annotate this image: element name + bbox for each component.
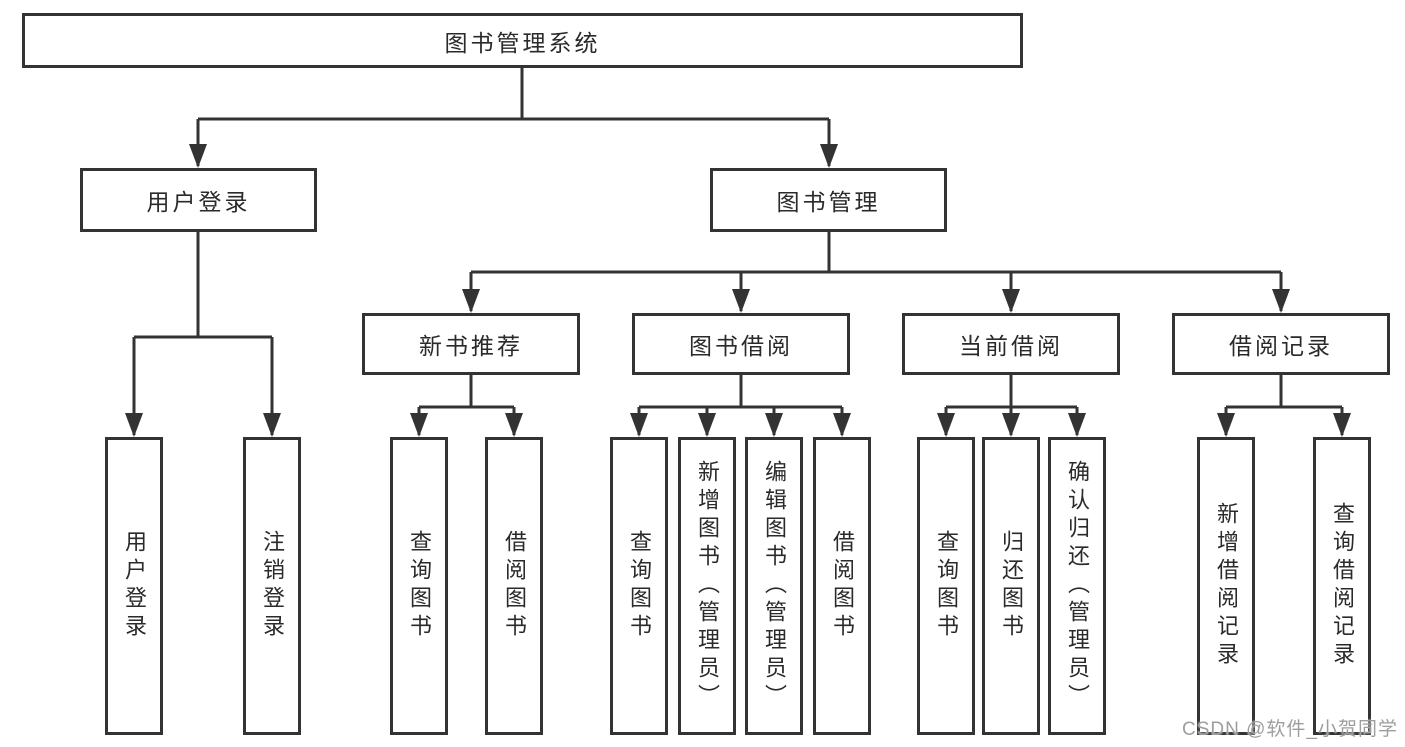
leaf-borrowing-add-books-admin: 新增图书（管理员） [678, 437, 736, 735]
arrow-down-icon [765, 413, 783, 437]
node-label: 查询借阅记录 [1330, 502, 1355, 670]
arrowheads [125, 144, 1351, 437]
node-label: 新增图书（管理员） [695, 460, 720, 712]
leaf-newbook-query-books: 查询图书 [390, 437, 448, 735]
leaf-borrowing-borrow-books: 借阅图书 [813, 437, 871, 735]
node-label: 新书推荐 [419, 333, 523, 359]
node-book-management: 图书管理 [710, 168, 947, 232]
node-root: 图书管理系统 [22, 13, 1023, 68]
leaf-current-return-books: 归还图书 [982, 437, 1040, 735]
arrow-down-icon [410, 413, 428, 437]
leaf-records-add-record: 新增借阅记录 [1197, 437, 1255, 735]
leaf-borrowing-query-books: 查询图书 [610, 437, 668, 735]
node-new-book-recommend: 新书推荐 [362, 313, 580, 375]
node-user-login: 用户登录 [80, 168, 317, 232]
arrow-down-icon [1272, 289, 1290, 313]
leaf-current-confirm-return-admin: 确认归还（管理员） [1048, 437, 1106, 735]
node-borrowing-records: 借阅记录 [1172, 313, 1390, 375]
connector-book-management-branch [469, 232, 1283, 311]
arrow-down-icon [1217, 413, 1235, 437]
node-book-borrowing: 图书借阅 [632, 313, 850, 375]
node-label: 当前借阅 [959, 333, 1063, 359]
connector-new-book-branch [417, 375, 516, 435]
arrow-down-icon [189, 144, 207, 168]
arrow-down-icon [1002, 289, 1020, 313]
csdn-watermark: CSDN @软件_小贺同学 [1182, 719, 1398, 740]
arrow-down-icon [937, 413, 955, 437]
leaf-current-query-books: 查询图书 [917, 437, 975, 735]
leaf-logout: 注销登录 [243, 437, 301, 735]
node-label: 查询图书 [934, 530, 959, 642]
node-current-borrowing: 当前借阅 [902, 313, 1120, 375]
node-label: 确认归还（管理员） [1065, 460, 1090, 712]
node-label: 用户登录 [122, 530, 147, 642]
node-label: 用户登录 [146, 189, 251, 215]
arrow-down-icon [698, 413, 716, 437]
arrow-down-icon [732, 289, 750, 313]
arrow-down-icon [462, 289, 480, 313]
node-label: 借阅图书 [502, 530, 527, 642]
node-label: 新增借阅记录 [1214, 502, 1239, 670]
leaf-user-login: 用户登录 [105, 437, 163, 735]
arrow-down-icon [630, 413, 648, 437]
arrow-down-icon [820, 144, 838, 168]
connector-user-login-branch [132, 232, 274, 435]
arrow-down-icon [263, 413, 281, 437]
leaf-newbook-borrow-books: 借阅图书 [485, 437, 543, 735]
node-label: 借阅记录 [1229, 333, 1333, 359]
node-label: 图书管理 [776, 189, 881, 215]
node-label: 图书借阅 [689, 333, 793, 359]
node-label: 编辑图书（管理员） [762, 460, 787, 712]
arrow-down-icon [125, 413, 143, 437]
node-label: 查询图书 [627, 530, 652, 642]
connector-borrowing-records-branch [1224, 375, 1344, 435]
node-label: 借阅图书 [830, 530, 855, 642]
connector-root-to-level2 [196, 68, 831, 166]
node-label: 注销登录 [260, 530, 285, 642]
leaf-records-query-record: 查询借阅记录 [1313, 437, 1371, 735]
node-label: 查询图书 [407, 530, 432, 642]
arrow-down-icon [1002, 413, 1020, 437]
arrow-down-icon [505, 413, 523, 437]
connector-book-borrowing-branch [637, 375, 844, 435]
arrow-down-icon [1333, 413, 1351, 437]
node-label: 图书管理系统 [444, 29, 601, 56]
arrow-down-icon [833, 413, 851, 437]
arrow-down-icon [1068, 413, 1086, 437]
node-label: 归还图书 [999, 530, 1024, 642]
leaf-borrowing-edit-books-admin: 编辑图书（管理员） [745, 437, 803, 735]
